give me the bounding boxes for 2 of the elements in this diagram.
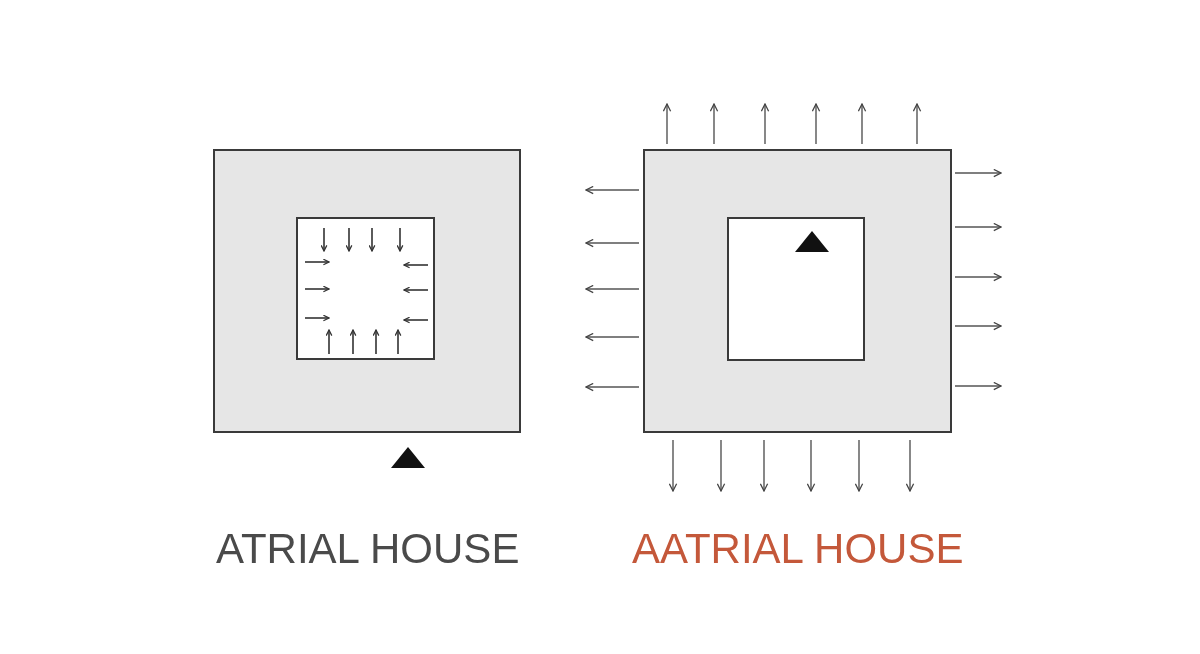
plan-caption: ATRIAL HOUSE — [216, 528, 520, 570]
plan-caption: AATRIAL HOUSE — [632, 528, 964, 570]
